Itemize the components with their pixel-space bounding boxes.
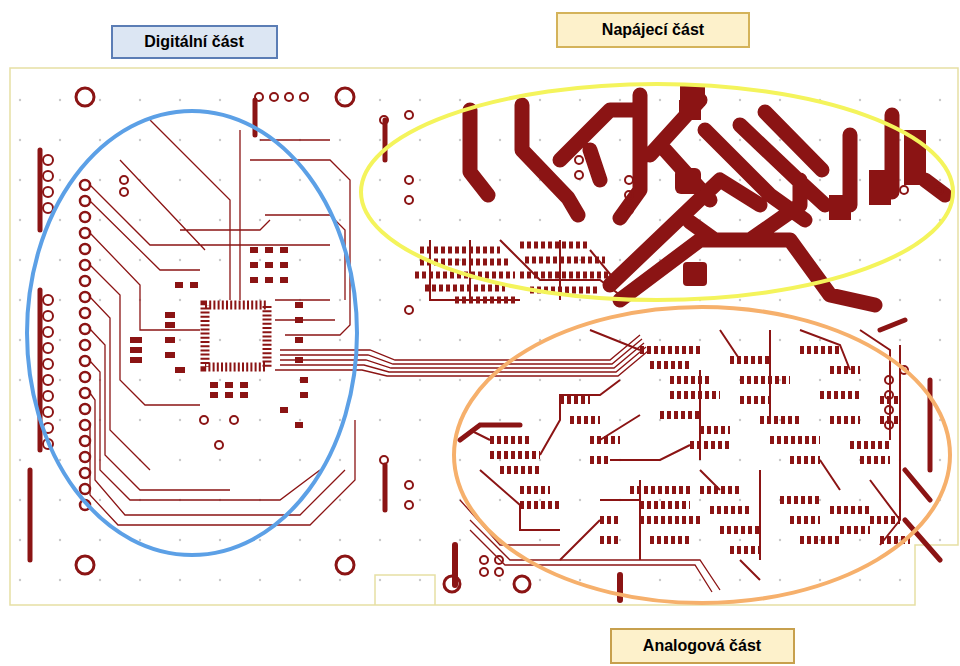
region-label: Analogová část [643,637,761,655]
copper-trace [383,120,388,510]
label-box: Digitální část [111,25,278,59]
smd-pads [130,250,308,425]
via [480,366,908,576]
board-notch [375,575,435,605]
region-label: Digitální část [144,33,244,51]
signal-trace [90,120,355,525]
label-box: Analogová část [610,628,795,664]
power-pad [680,95,915,220]
power-pad [683,262,707,286]
pin-header [80,180,90,510]
region-label: Napájecí část [602,21,704,39]
mounting-holes [76,88,530,592]
label-box: Napájecí část [556,12,750,48]
signal-trace [430,240,620,300]
copper-trace [460,320,940,560]
region-ellipse [454,307,950,603]
via [405,111,943,214]
mounting-hole [514,576,530,592]
via [120,116,413,509]
mounting-hole [76,556,94,574]
copper-trace [455,545,620,600]
power-pad [675,168,701,194]
mcu-footprint [205,305,267,367]
mounting-hole [76,88,94,106]
signal-trace [470,330,900,580]
region-ellipse [361,84,953,300]
region-ellipse [27,111,357,555]
board-outline [10,68,958,605]
mounting-hole [336,556,354,574]
mounting-hole [336,88,354,106]
